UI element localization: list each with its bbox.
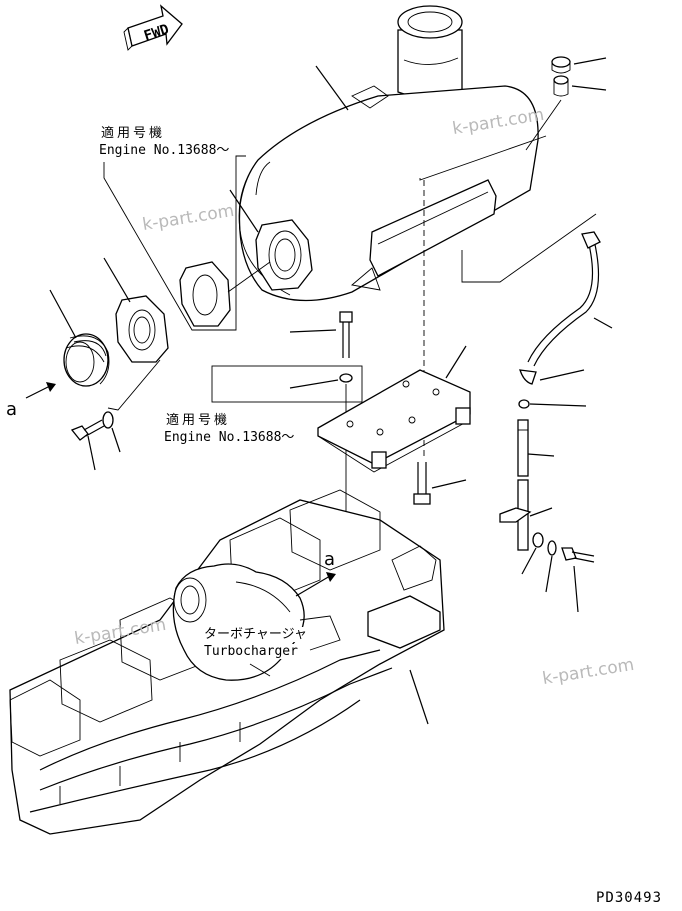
serial-note-mid-engine: Engine No.13688～	[164, 430, 295, 445]
muffler-assembly	[238, 5, 539, 302]
washer-right-2	[547, 540, 557, 556]
drawing-code: PD30493	[596, 890, 663, 906]
clip	[499, 507, 553, 523]
connector-flange	[115, 295, 169, 363]
washer-right	[532, 532, 544, 548]
spacer-top	[553, 75, 569, 97]
washer-center	[339, 373, 353, 383]
view-marker-left: a	[6, 399, 18, 420]
washer-small	[518, 399, 530, 409]
bolt-center-top	[339, 311, 353, 358]
bolt-center-bottom	[413, 462, 431, 505]
mounting-plate	[317, 369, 471, 473]
serial-note-top-engine: Engine No.13688～	[99, 143, 230, 158]
serial-note-mid-title: 適用号機	[166, 413, 231, 428]
turbocharger-en-label: Turbocharger	[204, 644, 298, 659]
turbocharger-jp-label: ターボチャージャ	[204, 627, 307, 642]
nut-top	[551, 56, 571, 74]
serial-note-top-title: 適用号機	[101, 126, 166, 141]
support-rod	[517, 419, 555, 551]
breather-tube	[519, 231, 601, 385]
clamp-ring	[63, 333, 110, 387]
bolt-right	[561, 547, 595, 563]
view-marker-engine: a	[324, 549, 336, 570]
fwd-arrow-icon	[123, 4, 183, 51]
gasket	[179, 261, 271, 327]
bolt-left	[70, 411, 114, 441]
